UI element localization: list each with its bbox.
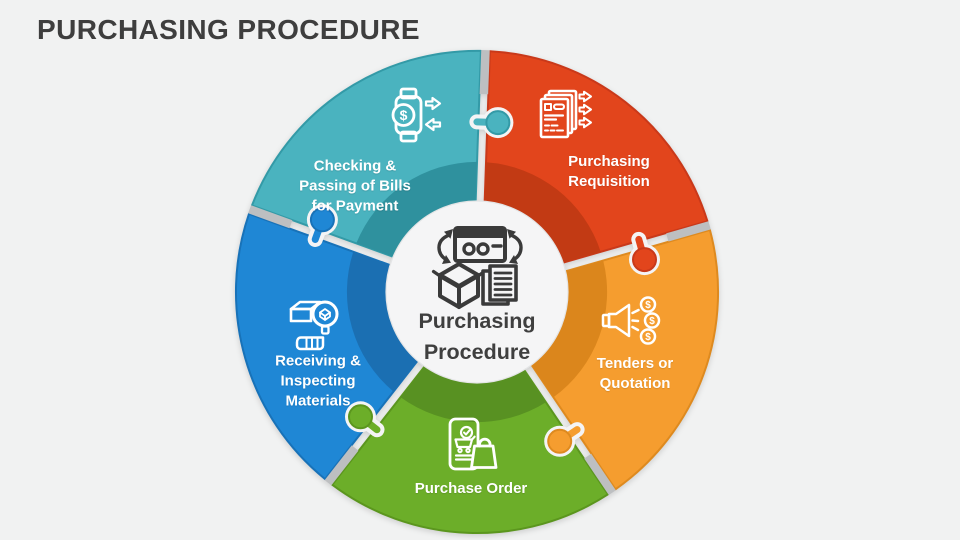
watch-payment-icon: $: [391, 87, 442, 143]
svg-text:$: $: [400, 107, 408, 123]
label-receiving-inspecting-materials: Receiving & Inspecting Materials: [275, 352, 361, 409]
gap-shadow: [584, 453, 616, 495]
purchase-order-phone-bag-icon: [448, 417, 498, 471]
label-tenders-or-quotation: Tenders or Quotation: [596, 355, 674, 392]
box-documents-sync-icon: [431, 226, 523, 309]
svg-text:$: $: [645, 332, 651, 343]
svg-text:$: $: [645, 300, 651, 311]
puzzle-knob-green: [345, 401, 385, 438]
label-checking-passing-bills: Checking & Passing of Bills for Payment: [299, 157, 411, 214]
gap-shadow: [666, 221, 711, 242]
gap-shadow: [248, 205, 293, 229]
label-purchasing-requisition: Purchasing Requisition: [568, 153, 650, 190]
puzzle-knob-teal: [469, 107, 514, 139]
svg-text:$: $: [649, 316, 655, 327]
puzzle-knob-orange: [544, 422, 585, 457]
puzzle-gap-connectors: [248, 49, 711, 495]
label-purchase-order: Purchase Order: [414, 480, 528, 498]
center-hub-label: Purchasing Procedure: [418, 308, 536, 364]
page-title: PURCHASING PROCEDURE: [37, 14, 420, 45]
receiving-inspection-magnifier-icon: [289, 300, 339, 351]
puzzle-knob-blue: [306, 204, 338, 247]
tenders-megaphone-coins-icon: $ $ $: [601, 296, 661, 345]
gap-shadow: [479, 49, 490, 95]
puzzle-knob-red: [629, 231, 660, 276]
requisition-documents-icon: [539, 89, 592, 139]
gap-shadow: [324, 445, 359, 486]
